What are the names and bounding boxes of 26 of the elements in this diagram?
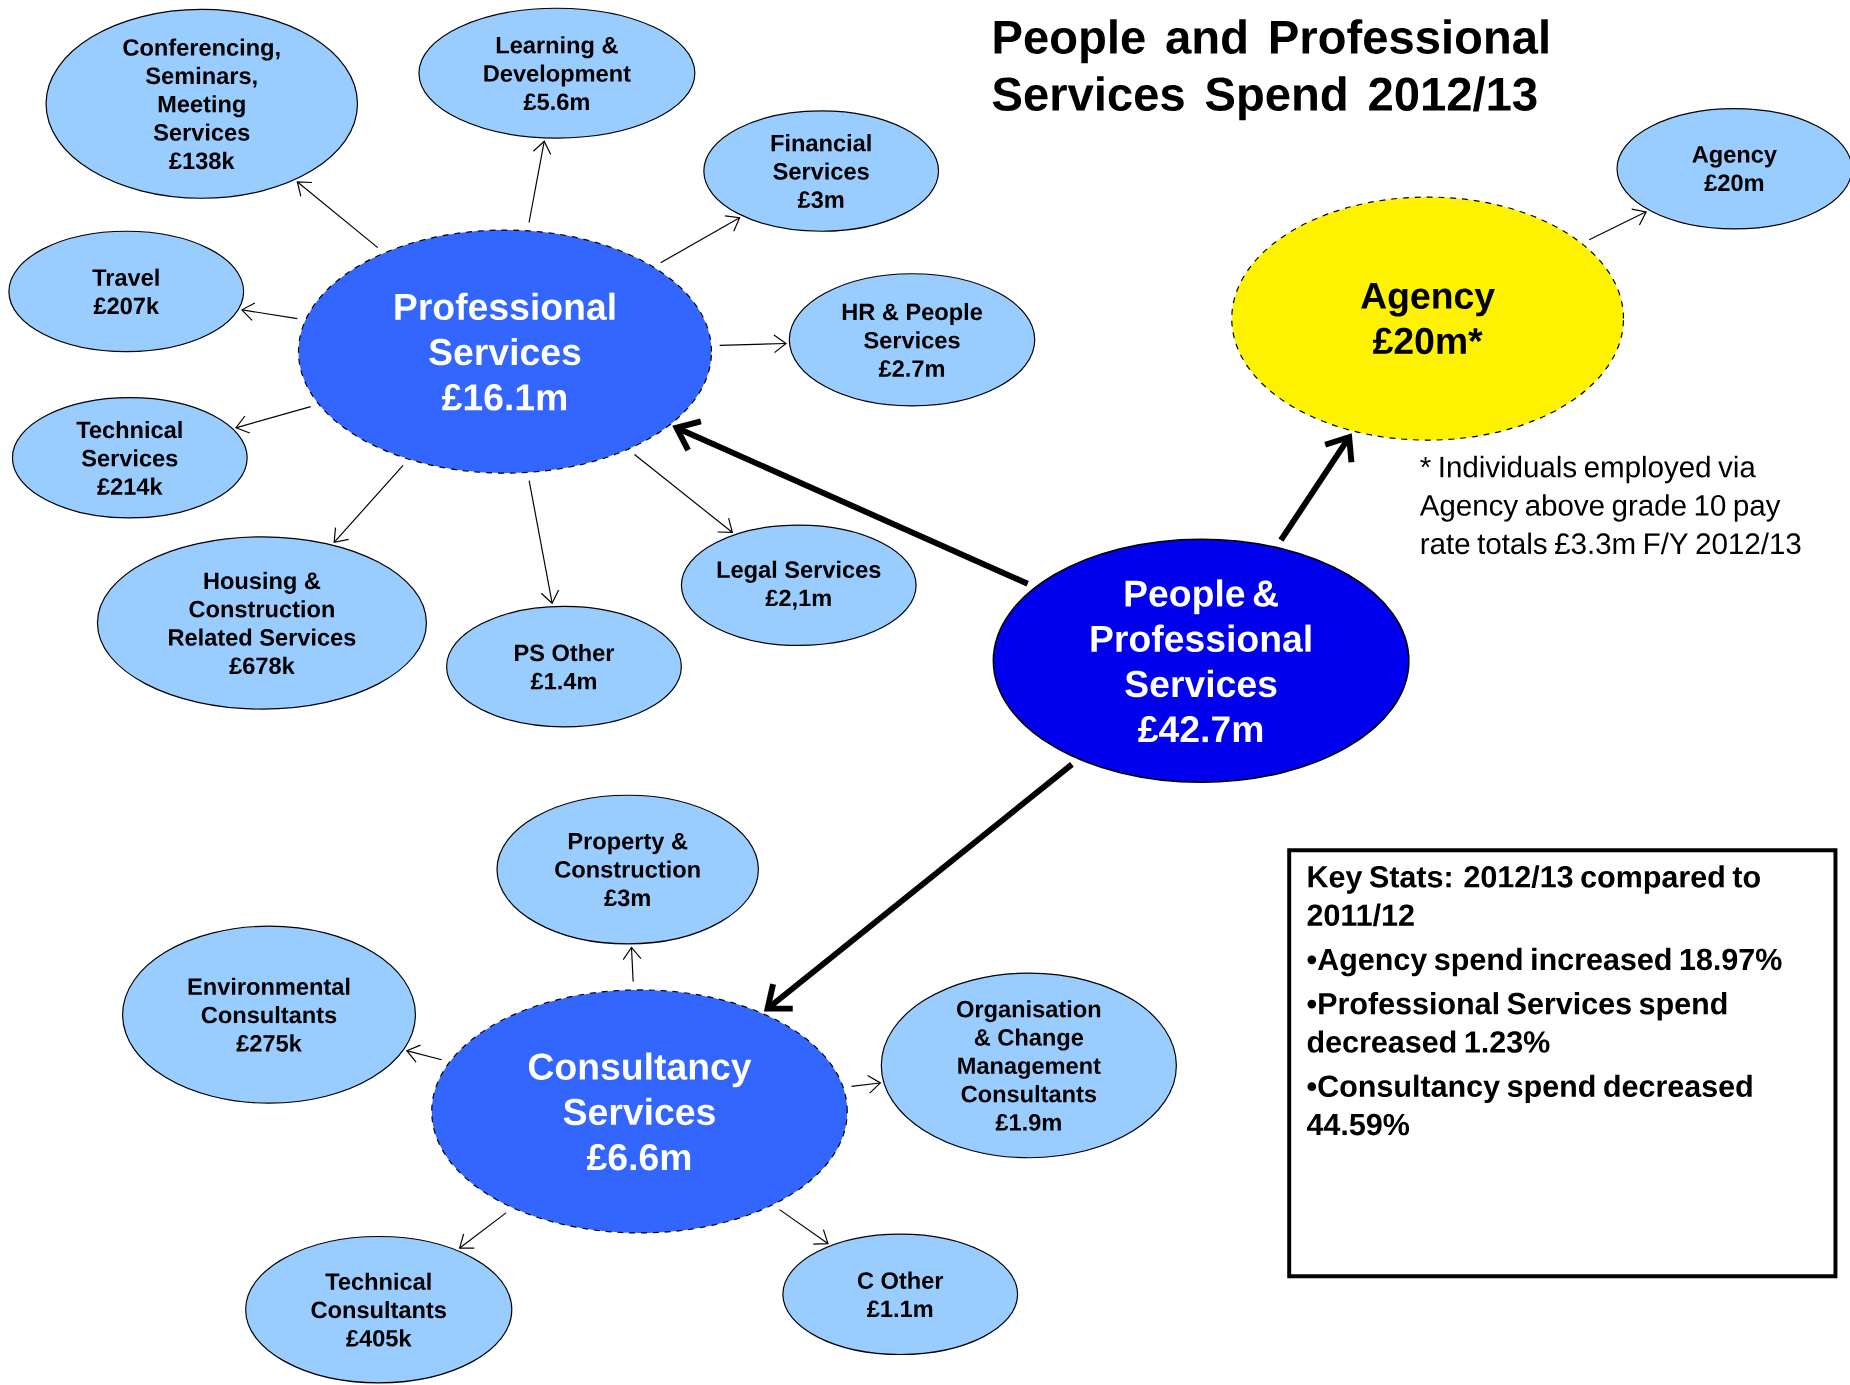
arrow — [719, 334, 787, 354]
arrow — [1278, 433, 1355, 542]
arrow — [528, 140, 552, 223]
node-label: •Professional Services spend decreased 1.23% — [1307, 992, 1727, 1053]
arrow — [296, 181, 379, 249]
stats-box — [1287, 848, 1838, 1279]
arrow — [672, 418, 1029, 587]
arrow — [633, 453, 734, 533]
arrow — [1588, 208, 1648, 241]
title: People and Professional Services Spend 2012/13 — [992, 19, 1548, 121]
arrow — [778, 1209, 829, 1245]
arrow — [660, 215, 741, 264]
arrow — [763, 762, 1074, 1012]
stats-text: Key Stats: 2012/13 compared to 2011/12 •Agency spend increased 18.97% •Professional Services spend decreased 1.23% •Consultancy spend decreased 44.59% — [1306, 865, 1782, 1136]
node-label: •Consultancy spend decreased 44.59% — [1306, 1074, 1752, 1136]
arrow — [622, 946, 642, 983]
arrow — [235, 405, 312, 434]
arrow — [528, 480, 560, 605]
arrow — [850, 1074, 882, 1094]
footnote: * Individuals employed via Agency above grade 10 pay rate totals £3.3m F/Y 2012/13 — [1419, 455, 1801, 555]
arrow — [240, 302, 298, 321]
node-label: Key Stats: 2012/13 compared to 2011/12 — [1307, 865, 1760, 927]
arrow — [333, 464, 404, 543]
node-label: •Agency spend increased 18.97% — [1307, 947, 1782, 977]
arrow — [405, 1044, 443, 1063]
arrow — [458, 1212, 507, 1249]
